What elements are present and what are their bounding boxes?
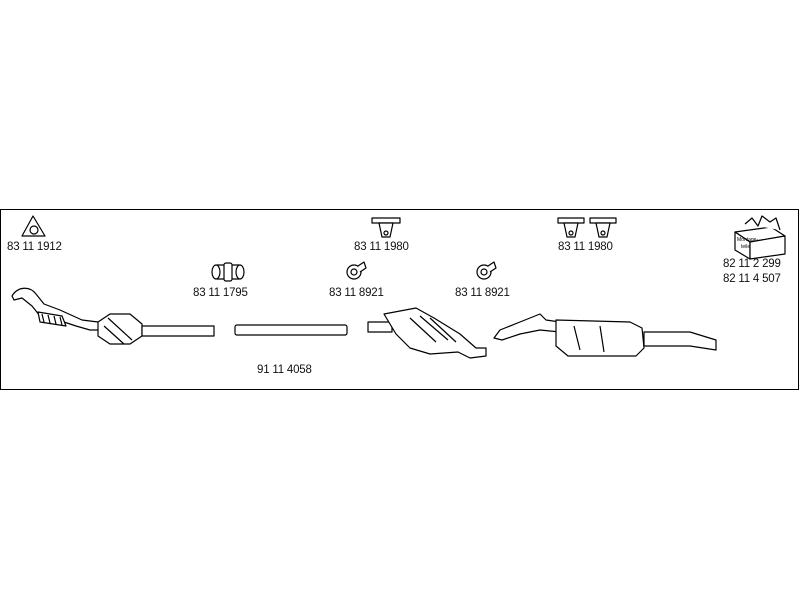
label-hanger-mid: 83 11 1980 [354,241,409,253]
label-mounting-kit-1: 82 11 2 299 [723,258,781,270]
rubber-hanger-rear-icon-1 [557,217,585,238]
sleeve-clamp-icon [211,262,245,282]
mounting-kit-box-label-1: Montage- [737,237,758,243]
label-gasket: 83 11 1912 [7,241,62,253]
label-sleeve-clamp: 83 11 1795 [193,287,248,299]
gasket-icon [21,215,46,237]
front-pipe-catalyst-icon [11,287,215,345]
rubber-hanger-rear-icon-2 [589,217,617,238]
rubber-hanger-mid-icon [371,217,401,238]
rear-silencer-icon [493,313,717,357]
label-clamp-mid: 83 11 8921 [329,287,384,299]
centre-silencer-icon [367,307,487,359]
label-mounting-kit-2: 82 11 4 507 [723,273,781,285]
label-hanger-rear: 83 11 1980 [558,241,613,253]
label-clamp-rear: 83 11 8921 [455,287,510,299]
mounting-kit-box-label-2: teile [741,244,750,250]
mounting-kit-box-icon [734,215,786,260]
clamp-mid-icon [346,261,367,280]
diagram-frame [0,209,799,390]
clamp-rear-icon [476,261,497,280]
middle-pipe-icon [234,324,348,336]
label-pipe: 91 11 4058 [257,364,312,376]
